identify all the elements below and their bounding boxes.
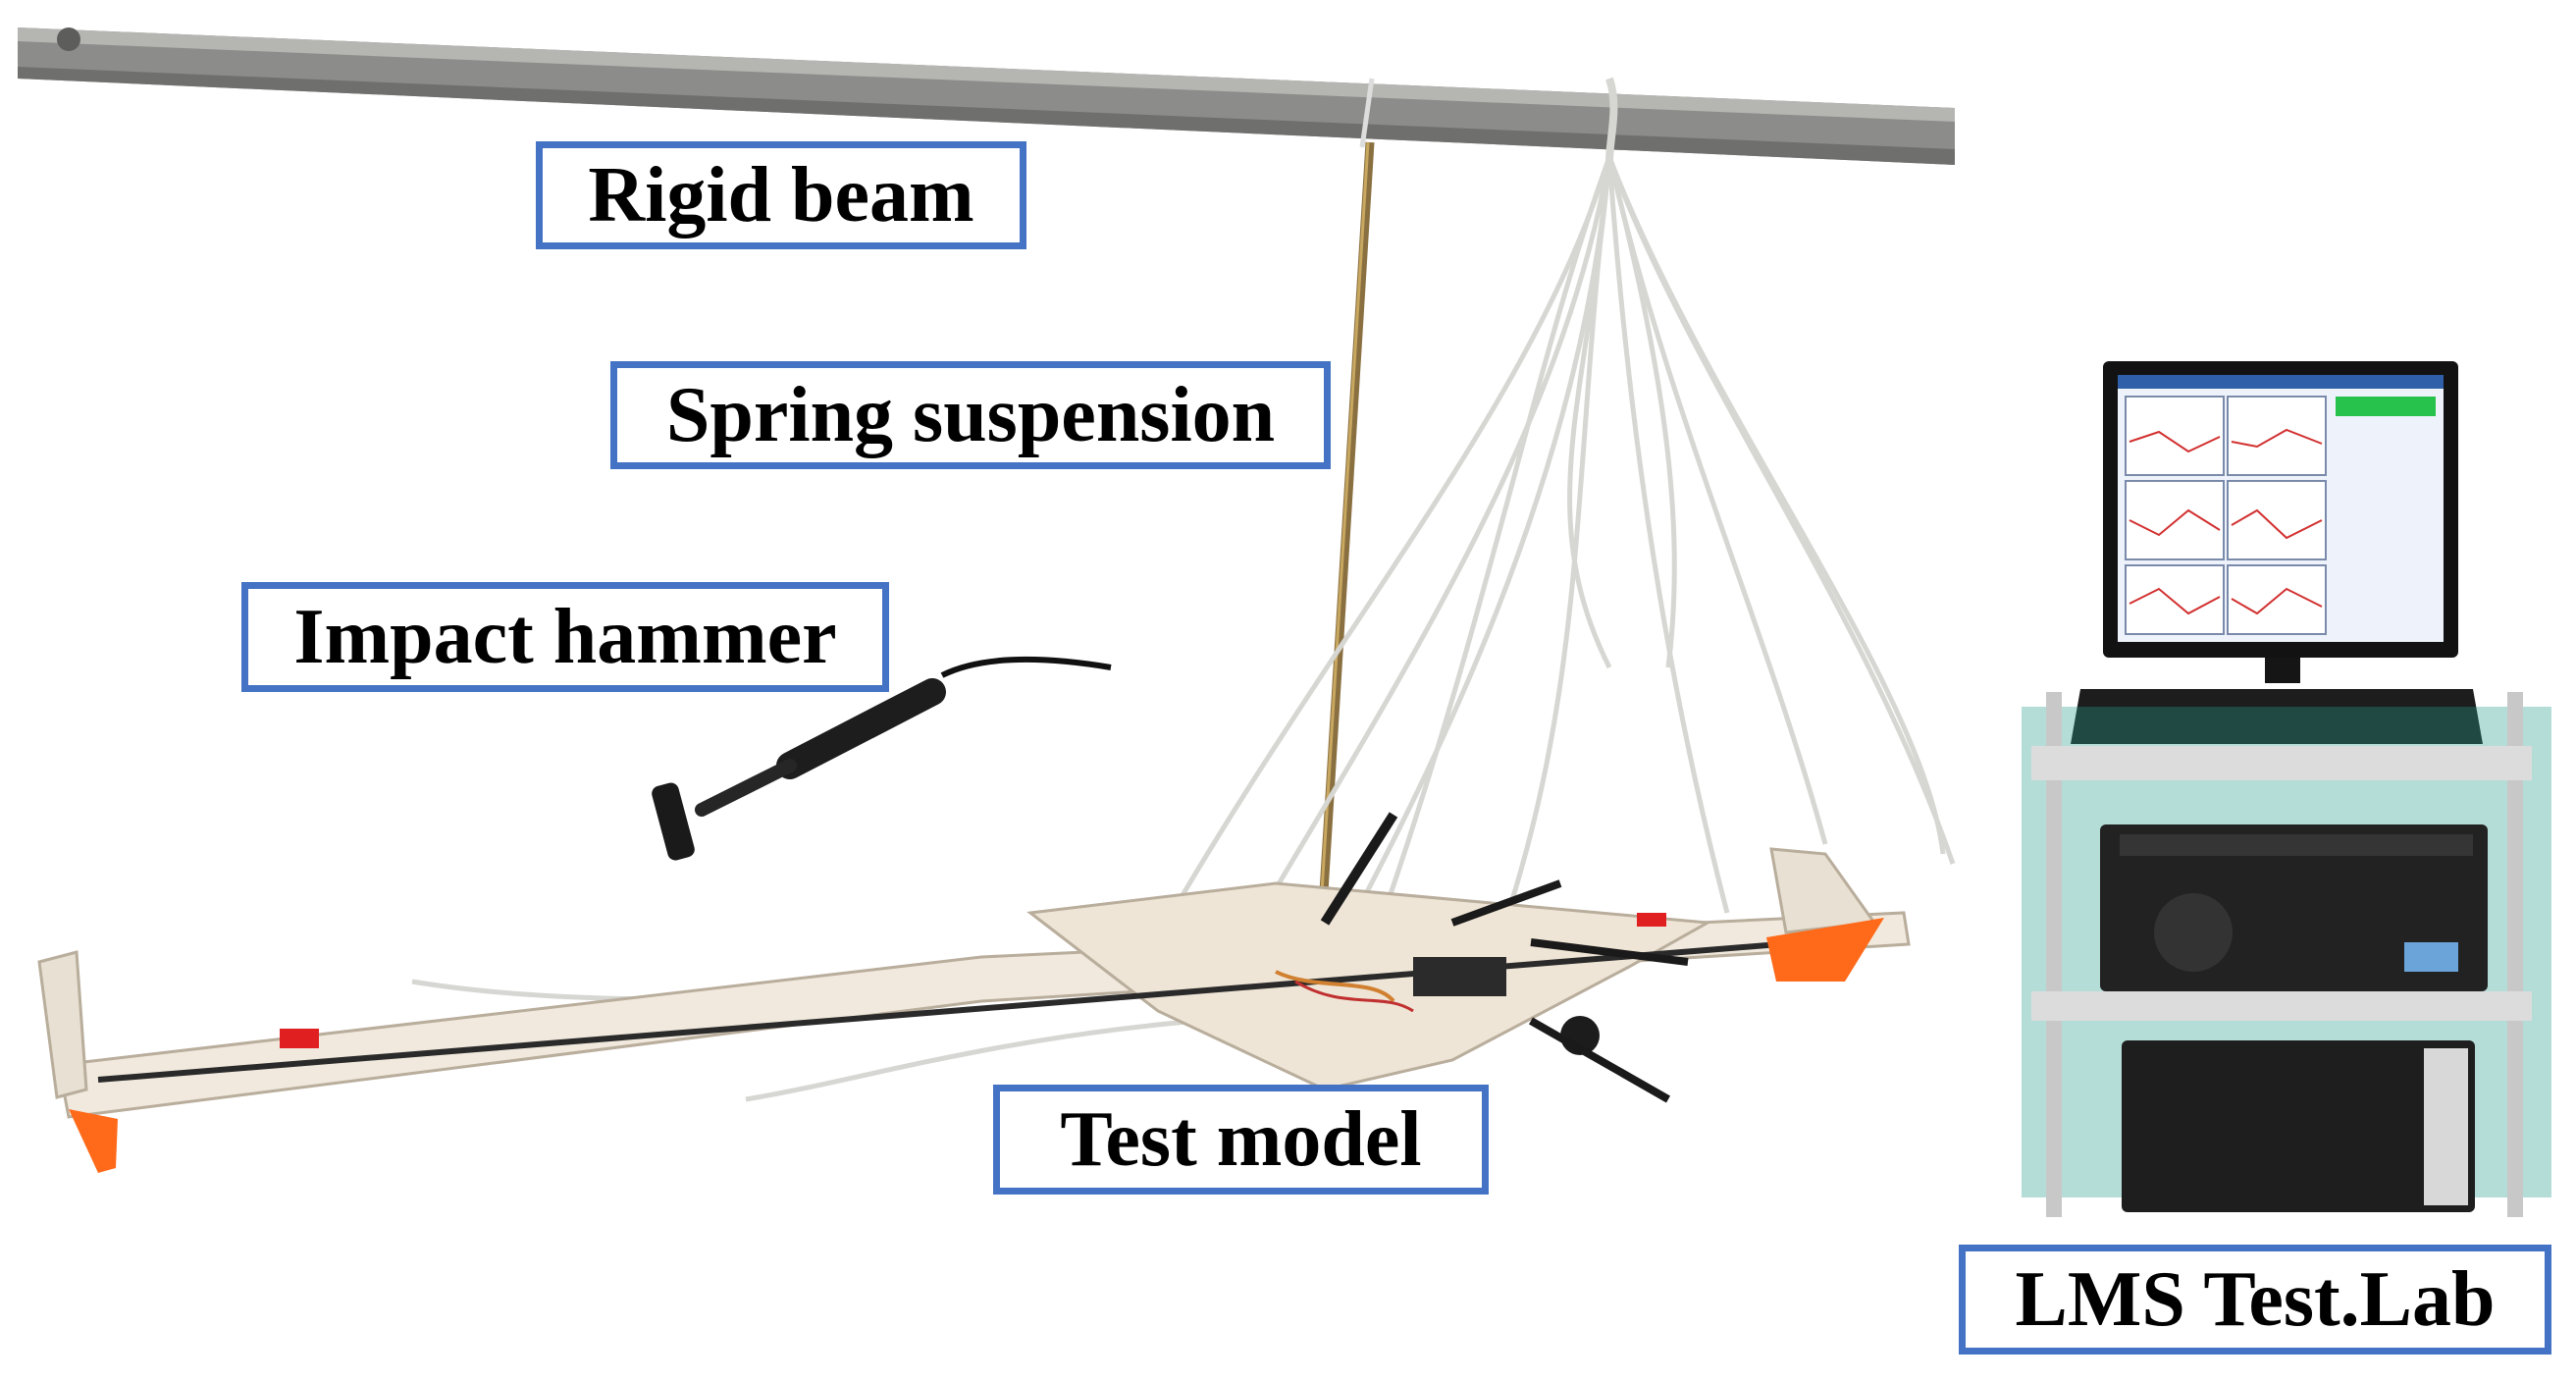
test-model-aircraft bbox=[37, 812, 1911, 1173]
test-model-label: Test model bbox=[993, 1085, 1489, 1195]
lms-testlab-label: LMS Test.Lab bbox=[1959, 1245, 2551, 1355]
rigid-beam-label: Rigid beam bbox=[536, 141, 1026, 249]
spring-suspension-label: Spring suspension bbox=[610, 361, 1331, 469]
suspension-wires bbox=[411, 77, 1956, 1102]
impact-hammer bbox=[652, 656, 1112, 861]
spring-suspension-rod bbox=[1318, 78, 1375, 909]
lms-workstation bbox=[2022, 361, 2551, 1217]
rigid-beam bbox=[18, 27, 1955, 165]
impact-hammer-label: Impact hammer bbox=[241, 582, 889, 692]
